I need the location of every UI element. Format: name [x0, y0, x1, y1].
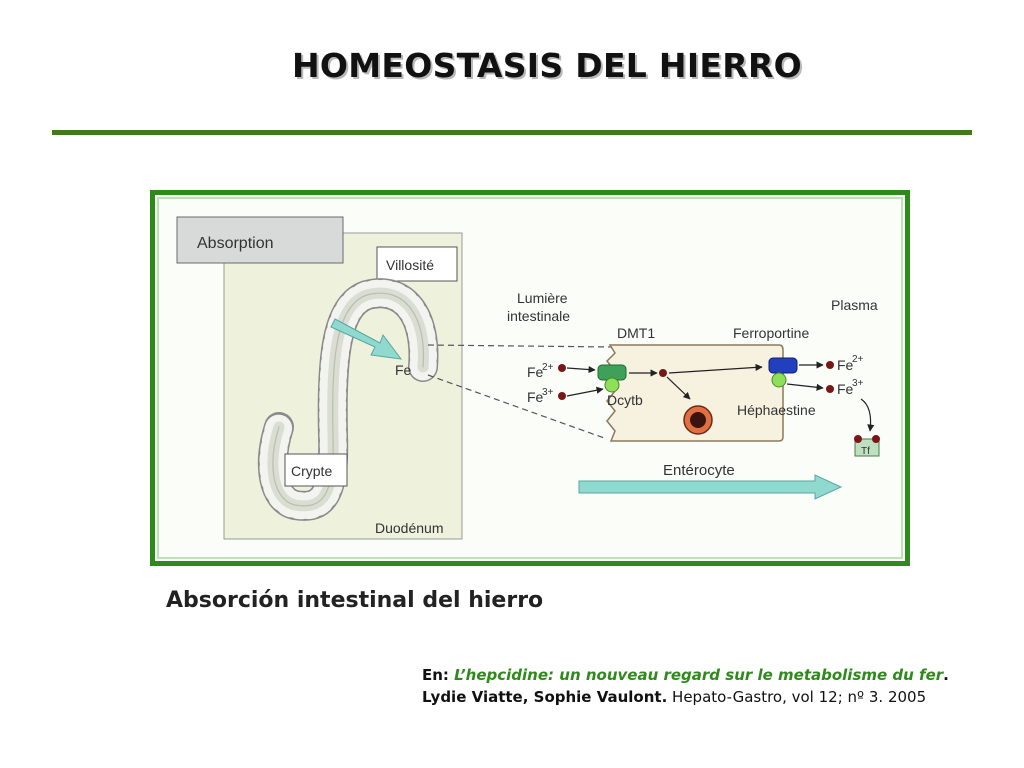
- reference-authors: Lydie Viatte, Sophie Vaulont.: [422, 688, 668, 706]
- zoom-line-bottom: [427, 374, 608, 440]
- absorption-arrow: [330, 318, 403, 360]
- zoom-line-top: [427, 344, 614, 348]
- fe2-left-label: Fe: [527, 364, 544, 380]
- transferrin-iron-dot-1: [854, 435, 862, 443]
- iron-absorption-diagram: Absorption Villosité Fe Crypte Duodénum …: [157, 197, 903, 559]
- reference-line-2: Lydie Viatte, Sophie Vaulont. Hepato-Gas…: [422, 686, 949, 708]
- crypte-label: Crypte: [291, 463, 332, 479]
- reference-prefix: En:: [422, 666, 455, 684]
- hephaestine-label: Héphaestine: [737, 402, 816, 418]
- arrow-fe3-to-dcytb: [566, 386, 604, 397]
- absorption-label: Absorption: [197, 235, 274, 252]
- fe2-right-dot: [826, 361, 834, 369]
- villus-crypt-epithelium: [258, 278, 439, 521]
- title-divider: [52, 130, 972, 135]
- fe3-right-charge: 3+: [852, 378, 864, 389]
- arrow-fe3-to-transferrin: [860, 398, 875, 432]
- figure-caption: Absorción intestinal del hierro: [166, 588, 544, 613]
- reference-journal: Hepato-Gastro, vol 12; nº 3. 2005: [667, 688, 927, 706]
- ferroportin-transporter: [768, 357, 798, 374]
- absorption-box: [176, 216, 344, 264]
- fe2-left-charge: 2+: [542, 362, 554, 373]
- transferrin: [854, 438, 880, 457]
- dcytb-label: Dcytb: [607, 392, 643, 408]
- fe3-right-label: Fe: [837, 381, 854, 397]
- crypte-box: [284, 453, 348, 487]
- iron-absorption-figure: Absorption Villosité Fe Crypte Duodénum …: [150, 190, 910, 566]
- enterocyte-label: Entérocyte: [663, 462, 735, 479]
- reference-block: En: L’hepcidine: un nouveau regard sur l…: [422, 664, 949, 708]
- enterocyte-direction-arrow: [578, 474, 843, 500]
- fe3-left-label: Fe: [527, 389, 544, 405]
- transferrin-iron-dot-2: [872, 435, 880, 443]
- reference-line-1: En: L’hepcidine: un nouveau regard sur l…: [422, 664, 949, 686]
- arrow-hephaestin-to-fe3: [786, 383, 824, 391]
- villosite-box: [376, 246, 458, 282]
- fe3-left-charge: 3+: [542, 387, 554, 398]
- duodenum-label: Duodénum: [375, 520, 444, 536]
- fe2-left-dot: [558, 364, 566, 372]
- plasma-label: Plasma: [831, 297, 878, 313]
- hephaestin-ferroxidase: [771, 372, 787, 388]
- fe3-right-dot: [826, 385, 834, 393]
- cytosolic-iron-dot: [659, 369, 667, 377]
- fe2-right-charge: 2+: [852, 354, 864, 365]
- dmt1-label: DMT1: [617, 325, 655, 341]
- villosite-label: Villosité: [386, 257, 434, 273]
- lumiere-label-line1: Lumière: [517, 290, 568, 306]
- fe3-left-dot: [558, 392, 566, 400]
- slide-title: HOMEOSTASIS DEL HIERRO: [291, 46, 803, 85]
- reference-title-end: .: [943, 666, 949, 684]
- fe2-right-label: Fe: [837, 357, 854, 373]
- dcytb-reductase: [604, 377, 620, 393]
- ferroportine-label: Ferroportine: [733, 325, 809, 341]
- lumiere-label-line2: intestinale: [507, 308, 570, 324]
- reference-title: L’hepcidine: un nouveau regard sur le me…: [454, 666, 944, 684]
- villus-fe-label: Fe: [395, 362, 412, 378]
- arrow-iron-to-ferroportin: [668, 363, 763, 374]
- ferritin-core: [690, 412, 706, 428]
- arrow-iron-to-ferritin: [666, 376, 691, 400]
- arrow-fe2-to-dmt1: [566, 365, 596, 374]
- tf-label: Tf: [861, 446, 870, 457]
